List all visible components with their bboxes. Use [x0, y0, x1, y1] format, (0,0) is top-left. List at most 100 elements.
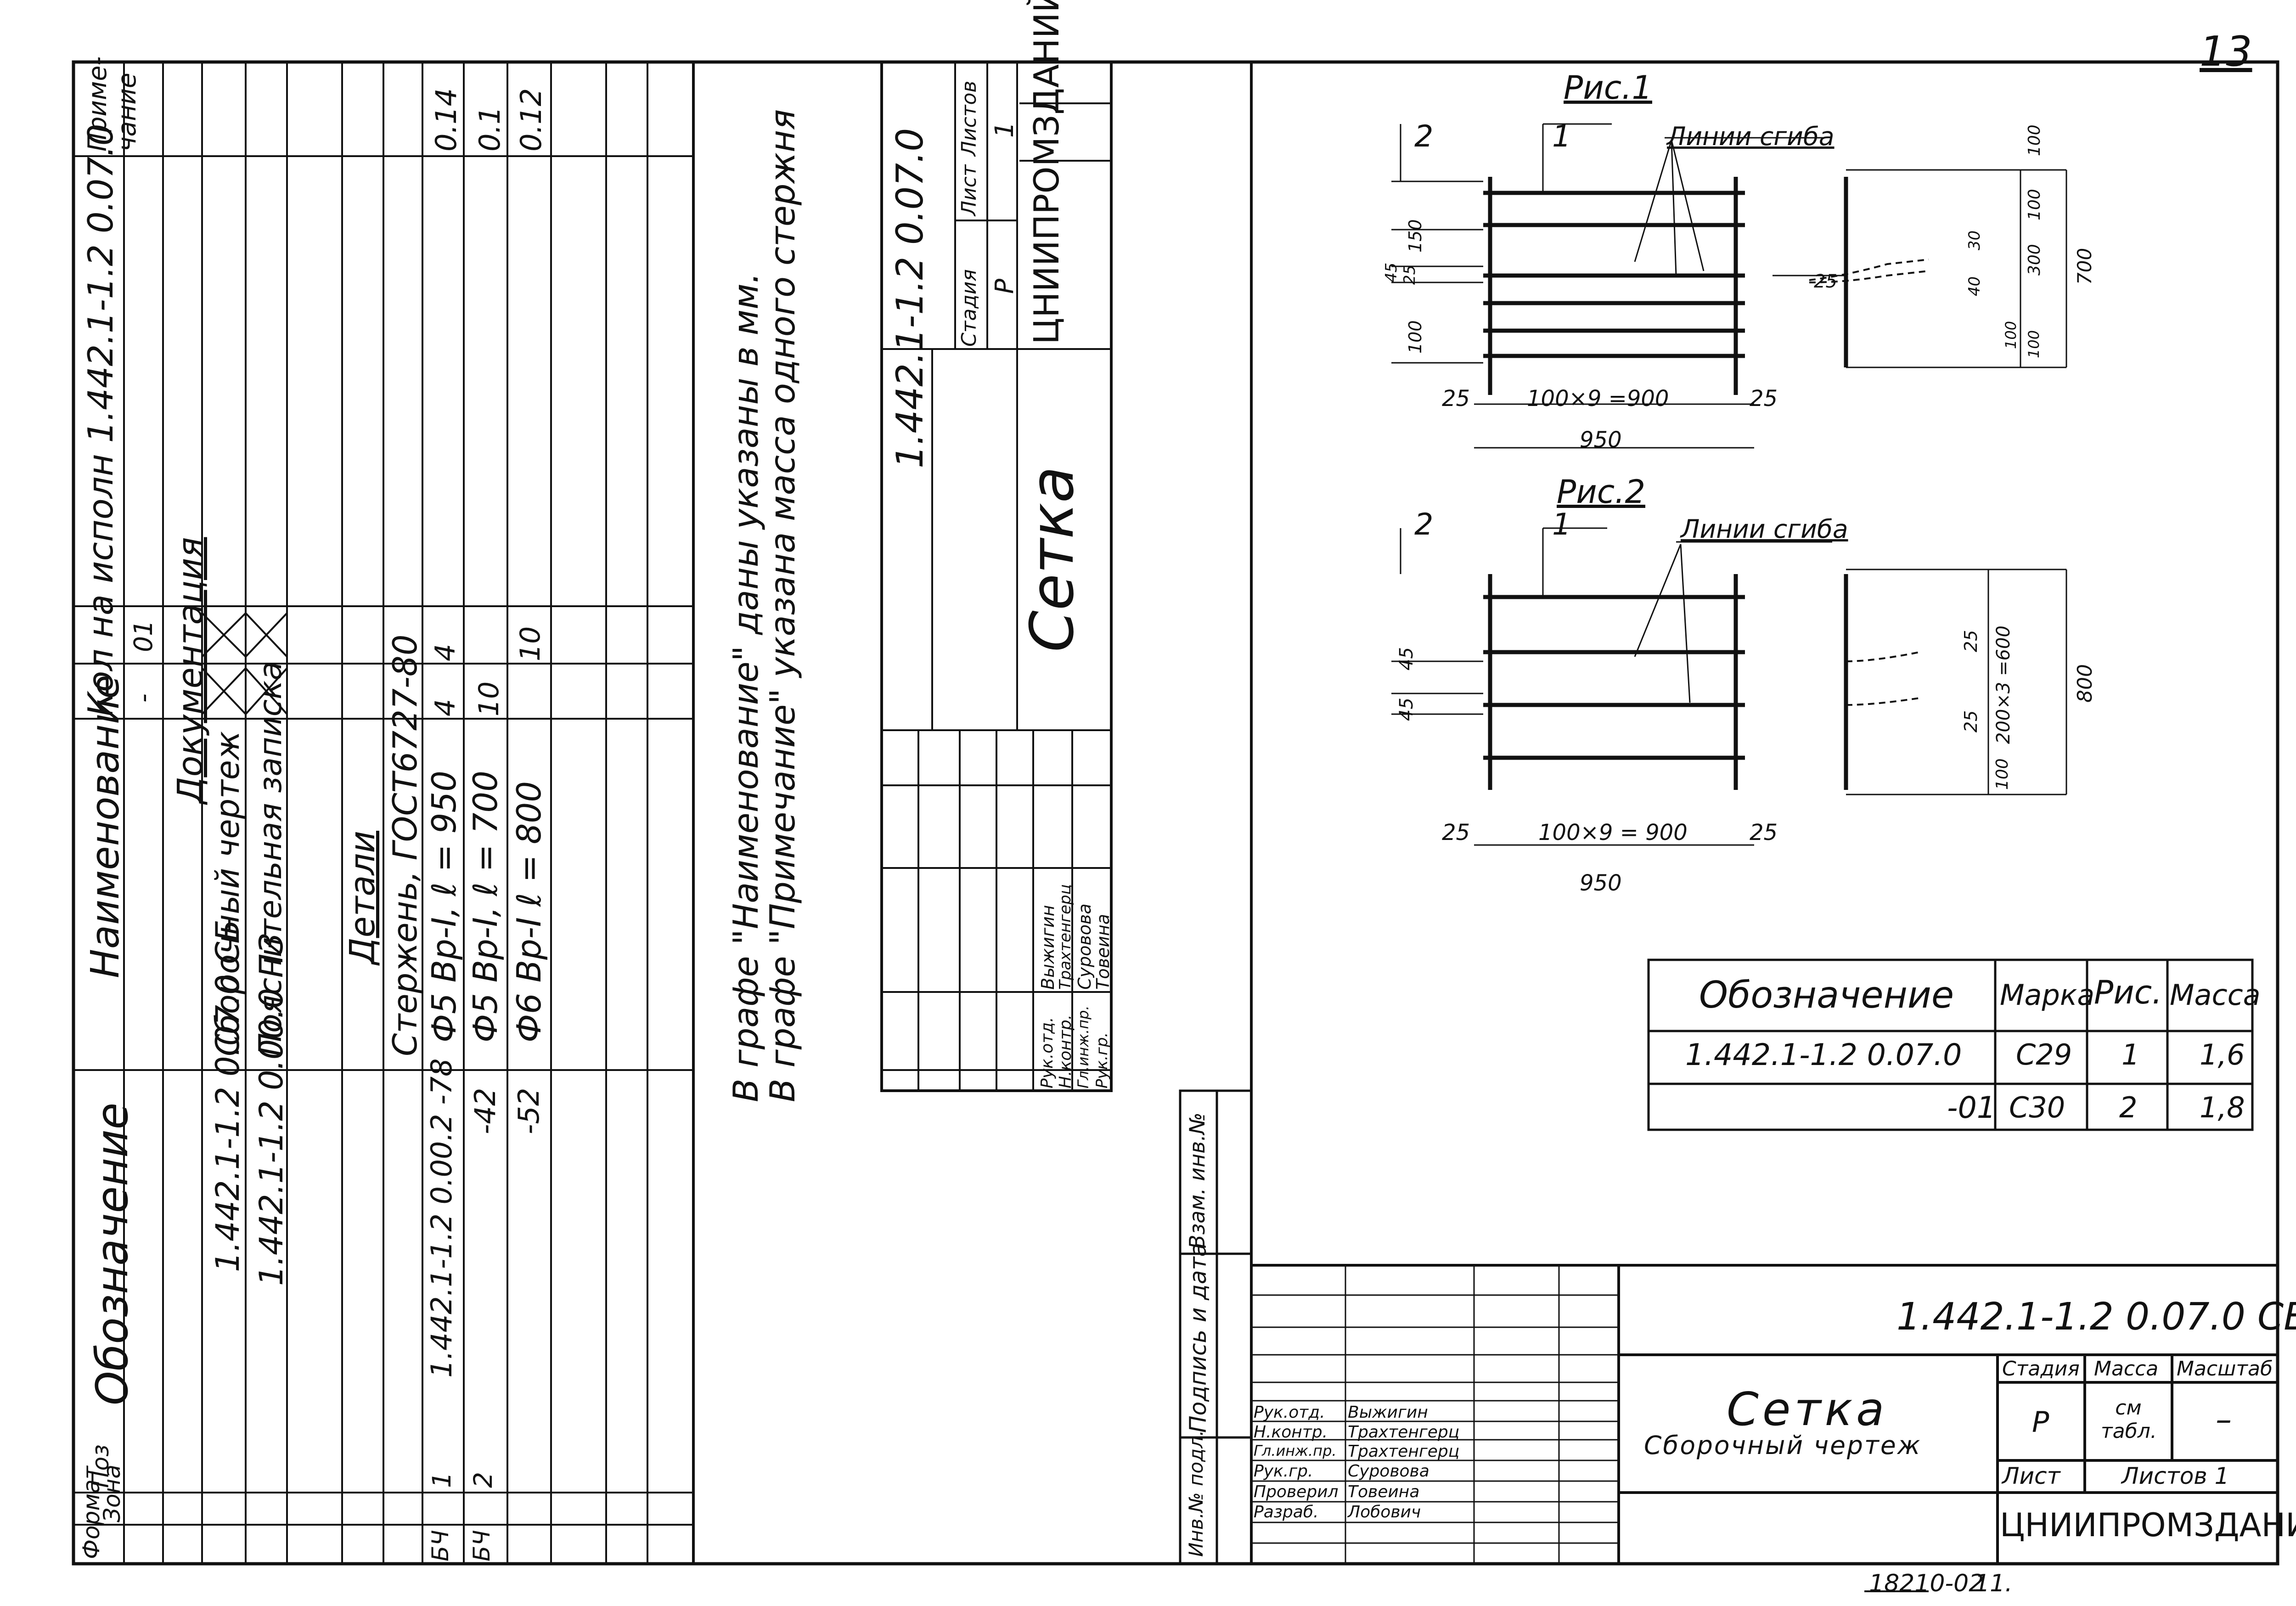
fig1-dim-side: 100: [2025, 189, 2044, 220]
fig1-dim-height: 700: [2073, 248, 2096, 285]
title-block-mass: см табл.: [2101, 1396, 2157, 1443]
spec-row-name: Ф6 Вр-I ℓ = 800: [510, 781, 548, 1042]
inner-stamp-org: ЦНИИПРОМЗДАНИЙ: [1026, 0, 1067, 344]
inner-stamp-sheets-label: Листов: [957, 80, 981, 156]
spec-row-heading-parts: Детали: [342, 830, 383, 964]
fig1-dim-side: 100: [2025, 330, 2043, 358]
label-replace-inv: Взам. инв.№: [1185, 1112, 1210, 1249]
fig1-dim-side: 100: [2025, 124, 2044, 156]
title-role: Н.контр.: [1254, 1423, 1328, 1442]
fig2-dim-side: 100: [1993, 758, 2012, 790]
spec-row-note: 0.12: [514, 88, 548, 152]
inner-stamp-code: 1.442.1-1.2 0.07.0: [889, 128, 931, 468]
spec-row-designation: 1.442.1-1.2 0.00.2 -78: [425, 1058, 458, 1378]
fig1-dim-25-left: 25: [1442, 386, 1470, 411]
header-qty: Кол на исполн 1.442.1-1.2 0.07.0: [80, 124, 121, 716]
title-block-subtitle: Сборочный чертеж: [1644, 1431, 1922, 1460]
spec-row-designation: -52: [512, 1088, 546, 1134]
spec-row-name: Стержень, ГОСТ6727-80: [386, 634, 424, 1056]
title-name: Лобович: [1348, 1503, 1421, 1521]
fig2-dim-side: 200×3 =600: [1993, 625, 2014, 744]
note-line-1: В графе "Наименование" даны указаны в мм…: [726, 272, 766, 1102]
inner-stamp-stage-label: Стадия: [957, 269, 981, 347]
fig1-dim-side: 100: [2002, 321, 2020, 349]
archive-code: 18210-02: [1869, 1570, 1984, 1597]
fig1-dim-span: 100×9 =900: [1527, 386, 1669, 411]
variant-row-mass: 1,6: [2200, 1038, 2245, 1071]
title-block-stage: Р: [2032, 1405, 2049, 1439]
spec-row-note: 0.14: [429, 88, 463, 152]
inner-stamp-stage: Р: [990, 278, 1019, 294]
fig1-bend-lines: Линии сгиба: [1667, 122, 1835, 151]
title-role: Гл.инж.пр.: [1254, 1442, 1337, 1459]
fig2-dim-25-left: 25: [1442, 820, 1470, 845]
variant-row-designation: 1.442.1-1.2 0.07.0: [1685, 1038, 1962, 1072]
title-role: Рук.отд.: [1254, 1403, 1325, 1422]
note-line-2: В графе "Примечание" указана масса одног…: [762, 109, 803, 1102]
title-block-scale: –: [2216, 1401, 2232, 1438]
inner-stamp-name: Товеина: [1093, 913, 1113, 990]
title-block-mass-label: Масса: [2094, 1357, 2159, 1381]
variant-row-fig: 2: [2119, 1091, 2138, 1124]
fig2-dim-total: 950: [1580, 870, 1622, 896]
variant-row-mark: С30: [2009, 1091, 2065, 1124]
fig1-dim-side: 300: [2025, 244, 2044, 276]
title-name: Выжигин: [1348, 1403, 1428, 1422]
fig2-bend-lines: Линии сгиба: [1681, 514, 1848, 544]
label-sign-date: Подпись и дата: [1185, 1242, 1211, 1433]
fig1-dim-left: 150: [1405, 219, 1425, 253]
fig1-dim-total: 950: [1580, 427, 1622, 453]
spec-row-name: Ф5 Вр-I, ℓ = 700: [466, 770, 505, 1042]
title-name: Суровова: [1348, 1462, 1429, 1481]
title-block-sheet-label: Лист: [2002, 1463, 2060, 1489]
spec-row-qty1: 4: [429, 699, 461, 716]
spec-row-note: 0.1: [473, 106, 506, 152]
title-role: Проверил: [1254, 1482, 1339, 1501]
inner-stamp-role: Рук.гр.: [1093, 1032, 1111, 1088]
variant-row-mark: С29: [2016, 1038, 2072, 1071]
spec-row-qty2: 4: [429, 643, 461, 661]
header-name: Наименование: [83, 675, 128, 978]
spec-row-pos: 2: [468, 1472, 498, 1488]
title-block-org: ЦНИИПРОМЗДАНИЙ: [2000, 1506, 2296, 1544]
spec-row-heading-docs: Документация: [170, 537, 210, 804]
fig2-dim-side: 25: [1961, 630, 1981, 652]
spec-row-name: Ф5 Вр-I, ℓ = 950: [425, 770, 463, 1042]
fig1-dim-side: 40: [1965, 276, 1984, 296]
fig2-title: Рис.2: [1557, 473, 1645, 511]
fig2-dim-left: 45: [1396, 698, 1417, 721]
title-block-scale-label: Масштаб: [2177, 1357, 2273, 1381]
spec-row-pos: 1: [427, 1472, 456, 1488]
variant-header-fig: Рис.: [2094, 974, 2162, 1011]
inner-stamp-name: Трахтенгерц: [1056, 884, 1075, 990]
fig2-dim-span: 100×9 = 900: [1538, 820, 1688, 845]
spec-row-format: БЧ: [468, 1530, 495, 1561]
title-role: Разраб.: [1254, 1503, 1319, 1521]
header-note: Приме-чание: [83, 56, 141, 152]
fig1-dim-side: 30: [1965, 230, 1984, 250]
variant-row-mass: 1,8: [2200, 1091, 2245, 1124]
fig1-dim-left: 100: [1405, 320, 1425, 354]
fig1-dim-25-right: 25: [1750, 386, 1778, 411]
variant-header-mass: Масса: [2170, 978, 2261, 1012]
title-block-stage-label: Стадия: [2002, 1357, 2080, 1381]
title-role: Рук.гр.: [1254, 1462, 1313, 1481]
title-name: Трахтенгерц: [1348, 1442, 1460, 1461]
header-variant-01: 01: [129, 620, 158, 652]
inner-stamp-title: Сетка: [1017, 466, 1087, 652]
title-block-sheets-label: Листов 1: [2122, 1463, 2229, 1489]
spec-row-qty1: 10: [473, 681, 505, 716]
variant-row-fig: 1: [2122, 1038, 2140, 1071]
fig1-dim-side-25: 25: [1814, 271, 1837, 292]
fig2-dim-25-right: 25: [1750, 820, 1778, 845]
spec-row-designation: -42: [468, 1088, 502, 1134]
spec-row-name: Пояснительная записка: [253, 661, 289, 1056]
inner-stamp-name: Суровова: [1075, 903, 1095, 990]
fig2-callout-2: 2: [1414, 507, 1434, 542]
fig2-dim-side: 25: [1961, 710, 1981, 733]
fig1-title: Рис.1: [1564, 69, 1652, 107]
archive-code-suffix: 11.: [1975, 1570, 2013, 1597]
fig2-dim-left: 45: [1396, 647, 1417, 671]
title-name: Товеина: [1348, 1482, 1420, 1501]
